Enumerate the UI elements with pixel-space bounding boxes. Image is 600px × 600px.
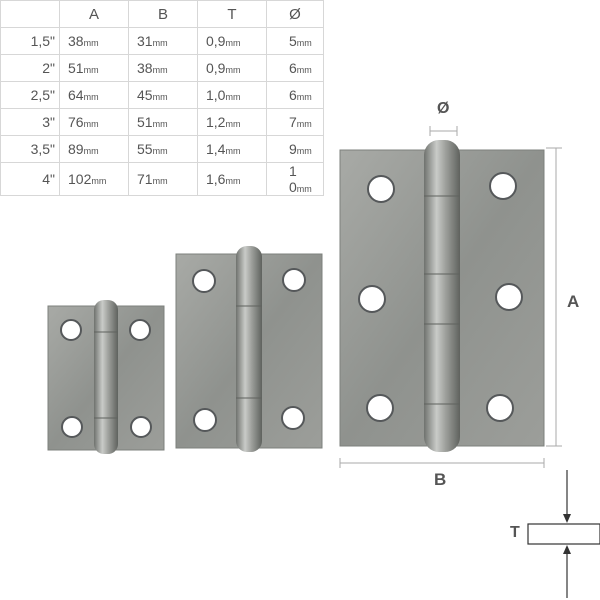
cell-t: 0,9mm [197,27,267,55]
screw-hole [367,175,395,203]
screw-hole [495,283,523,311]
cell-d: 5mm [266,27,324,55]
hinge-small [47,300,165,454]
cell-a: 102mm [59,162,129,196]
cell-a: 89mm [59,135,129,163]
hinge-medium-knuckle [236,246,262,452]
hinge-large [339,140,545,452]
screw-hole [282,268,306,292]
cell-d: 7mm [266,108,324,136]
cell-a: 38mm [59,27,129,55]
screw-hole [281,406,305,430]
hinge-medium [175,246,323,452]
screw-hole [130,416,152,438]
cell-b: 55mm [128,135,198,163]
cell-t: 1,0mm [197,81,267,109]
screw-hole [129,319,151,341]
hinge-large-knuckle [424,140,460,452]
cell-d: 6mm [266,54,324,82]
cell-d: 1 0mm [266,162,324,196]
screw-hole [60,319,82,341]
screw-hole [192,269,216,293]
cell-a: 64mm [59,81,129,109]
screw-hole [193,408,217,432]
thickness-plate [527,523,600,545]
cell-size: 1,5" [0,27,60,55]
diameter-label: Ø [437,100,450,117]
screw-hole [489,172,517,200]
thickness-label: T [510,524,520,541]
dimension-lines [339,126,562,468]
screw-hole [366,394,394,422]
cell-b: 31mm [128,27,198,55]
screw-hole [358,285,386,313]
cell-b: 38mm [128,54,198,82]
cell-size: 4" [0,162,60,196]
cell-b: 71mm [128,162,198,196]
cell-b: 51mm [128,108,198,136]
screw-hole [486,394,514,422]
hinge-small-knuckle [94,300,118,454]
screw-hole [61,416,83,438]
height-label: A [567,292,580,311]
cell-t: 1,6mm [197,162,267,196]
cell-size: 3" [0,108,60,136]
header-diameter: Ø [266,0,324,28]
thickness-diagram [527,470,600,598]
width-label: B [434,470,447,489]
header-t: T [197,0,267,28]
